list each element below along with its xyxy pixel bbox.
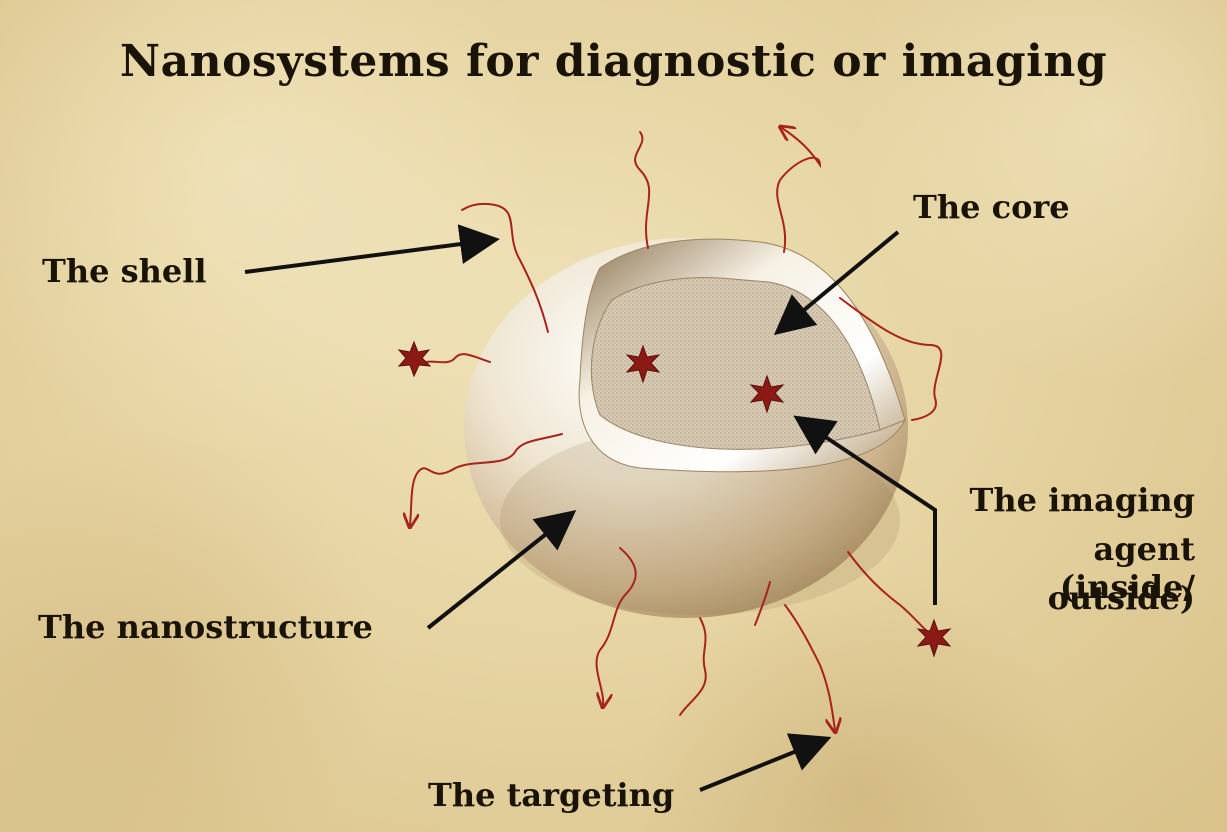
ligand-8 — [680, 618, 706, 715]
targeting-arrow — [700, 740, 824, 790]
label-imaging-line3: outside) — [955, 579, 1195, 617]
agent-star-outside-left — [399, 342, 430, 376]
label-shell: The shell — [42, 252, 207, 290]
agent-star-outside-right — [918, 620, 950, 656]
label-nanostructure: The nanostructure — [38, 608, 373, 646]
ligand-2 — [777, 128, 820, 252]
shell-arrow — [245, 240, 492, 272]
label-core: The core — [913, 188, 1070, 226]
ligand-1 — [635, 132, 649, 248]
label-targeting: The targeting — [428, 776, 674, 814]
ligand-9 — [785, 605, 835, 730]
label-imaging-line1: The imaging — [955, 481, 1195, 519]
